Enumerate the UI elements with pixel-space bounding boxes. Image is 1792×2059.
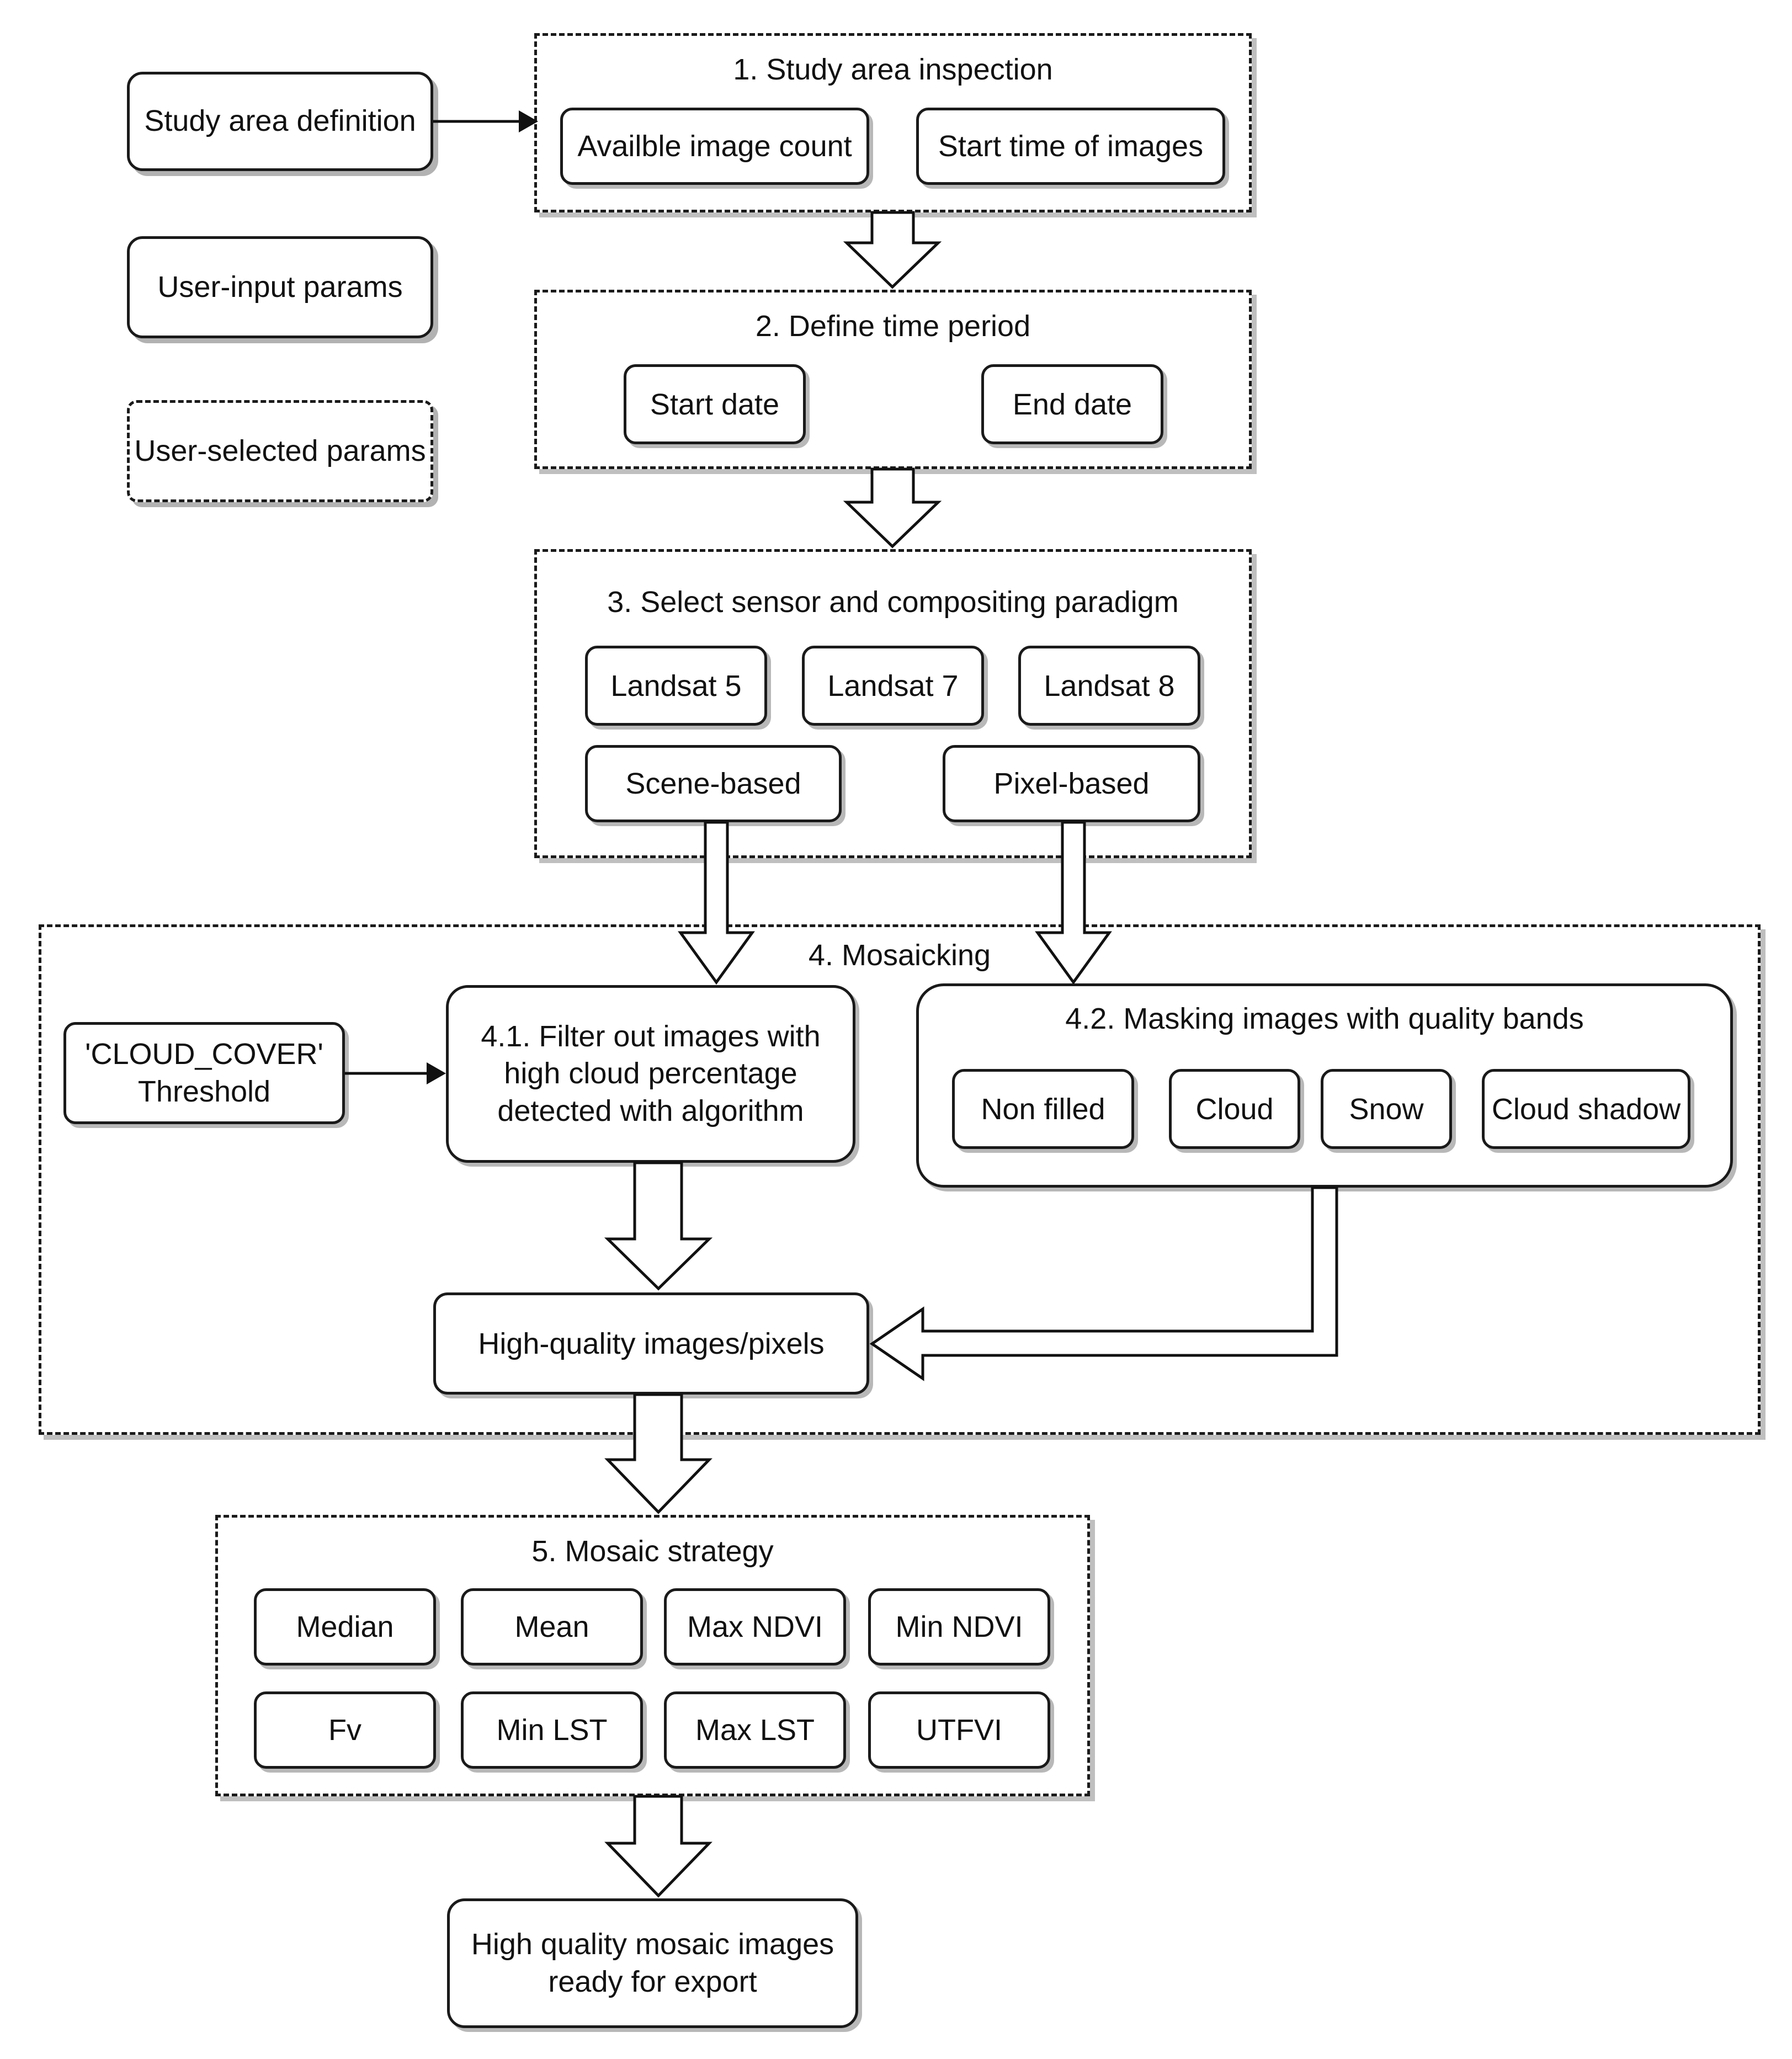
min-lst-box: Min LST: [461, 1691, 643, 1769]
final-output-box: High quality mosaic images ready for exp…: [447, 1898, 858, 2028]
scene-based-box: Scene-based: [585, 745, 842, 822]
block-arrow-scene-to-filter: [678, 821, 755, 985]
study-area-definition-box: Study area definition: [127, 72, 433, 171]
block-arrow-step1-to-step2: [843, 211, 942, 289]
landsat-7-box: Landsat 7: [802, 646, 984, 726]
block-arrow-filter-to-high-quality: [604, 1161, 713, 1291]
step4-group: 4. Mosaicking: [39, 924, 1761, 1435]
step2-title: 2. Define time period: [755, 310, 1031, 343]
step3-title: 3. Select sensor and compositing paradig…: [607, 586, 1179, 619]
median-box: Median: [254, 1588, 436, 1666]
min-ndvi-box: Min NDVI: [868, 1588, 1050, 1666]
available-image-count-box: Availble image count: [560, 108, 869, 185]
step1-title: 1. Study area inspection: [733, 53, 1053, 86]
landsat-8-box: Landsat 8: [1018, 646, 1200, 726]
max-lst-box: Max LST: [664, 1691, 846, 1769]
user-selected-params-legend: User-selected params: [127, 400, 433, 502]
cloud-box: Cloud: [1169, 1069, 1300, 1149]
masking-quality-bands-title: 4.2. Masking images with quality bands: [1065, 1002, 1584, 1035]
block-arrow-high-quality-to-step5: [604, 1393, 712, 1514]
arrow-study-area-to-step1-head: [519, 110, 538, 132]
cloud-cover-threshold-box: 'CLOUD_COVER' Threshold: [63, 1022, 345, 1124]
user-input-params-legend: User-input params: [127, 236, 433, 338]
block-arrow-pixel-to-masking: [1035, 821, 1112, 985]
snow-box: Snow: [1321, 1069, 1452, 1149]
block-arrow-step5-to-output: [604, 1795, 712, 1898]
step5-title: 5. Mosaic strategy: [531, 1535, 774, 1568]
start-date-box: Start date: [624, 364, 806, 444]
arrow-cloud-cover-to-filter-head: [427, 1062, 446, 1084]
step4-title: 4. Mosaicking: [808, 939, 991, 972]
end-date-box: End date: [981, 364, 1163, 444]
block-arrow-masking-to-high-quality: [869, 1186, 1338, 1381]
utfvi-box: UTFVI: [868, 1691, 1050, 1769]
start-time-of-images-box: Start time of images: [916, 108, 1225, 185]
landsat-5-box: Landsat 5: [585, 646, 767, 726]
fv-box: Fv: [254, 1691, 436, 1769]
max-ndvi-box: Max NDVI: [664, 1588, 846, 1666]
step3-group: 3. Select sensor and compositing paradig…: [534, 549, 1252, 858]
cloud-shadow-box: Cloud shadow: [1482, 1069, 1690, 1149]
non-filled-box: Non filled: [952, 1069, 1134, 1149]
mean-box: Mean: [461, 1588, 643, 1666]
block-arrow-step2-to-step3: [843, 467, 942, 549]
